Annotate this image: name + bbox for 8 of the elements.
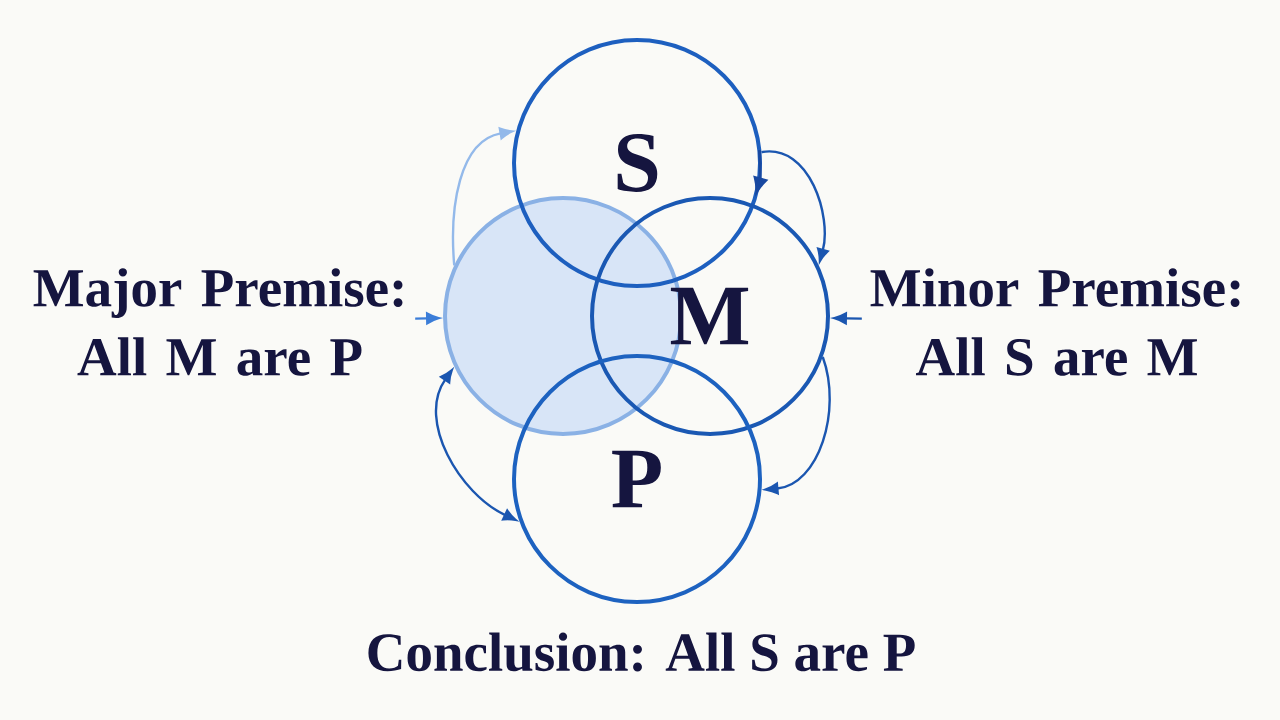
double-arrow bbox=[434, 369, 517, 522]
curved-arrow bbox=[761, 150, 829, 263]
premise-text: Minor Premise: All S are M bbox=[870, 268, 1240, 376]
premise-text: Major Premise: All M are P bbox=[33, 268, 403, 376]
arrow bbox=[415, 312, 440, 325]
curved-arrow bbox=[764, 356, 831, 495]
arrow bbox=[833, 312, 862, 325]
curved-arrow bbox=[451, 127, 513, 266]
